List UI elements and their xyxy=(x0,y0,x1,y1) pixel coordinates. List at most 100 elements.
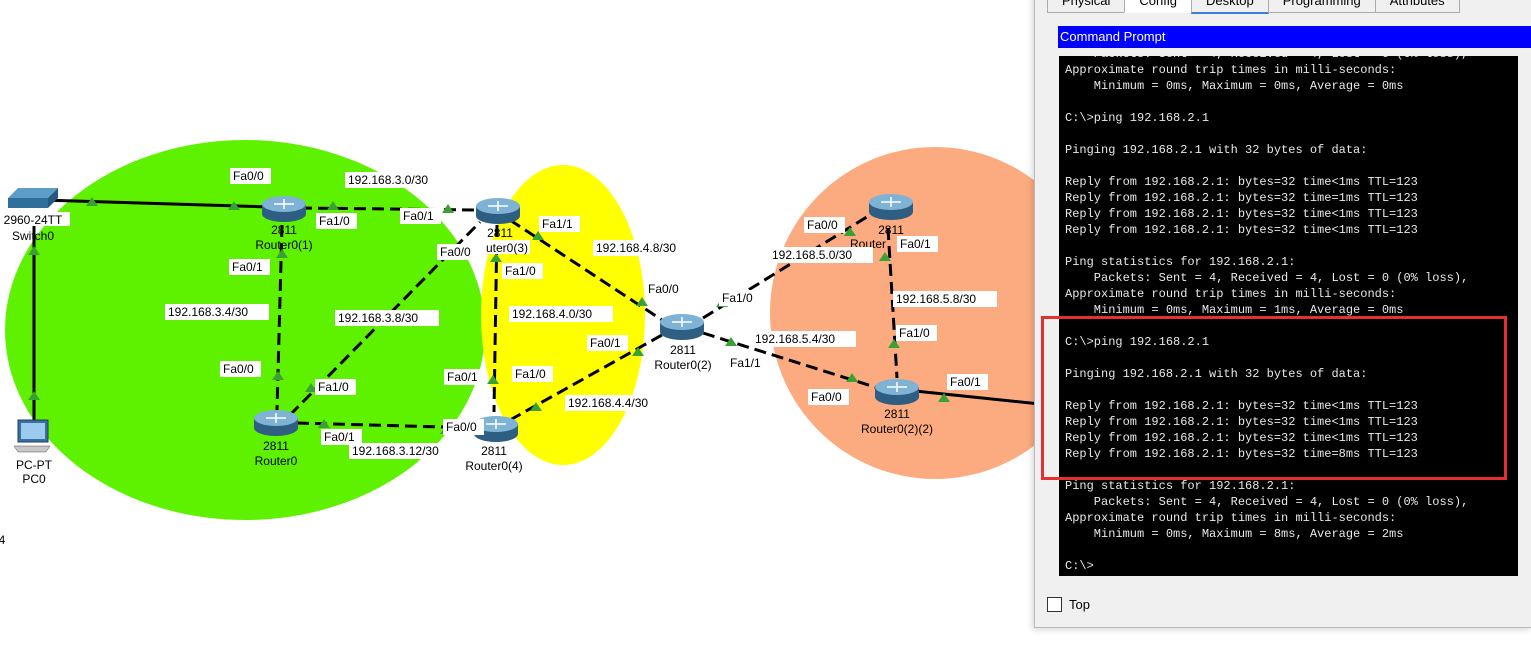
link-label: Fa0/0 xyxy=(233,169,264,183)
link-label: Fa0/1 xyxy=(590,336,621,350)
link-label: 192.168.3.4/30 xyxy=(168,305,248,319)
link-label: Fa0/1 xyxy=(324,430,355,444)
link-label: 192.168.3.12/30 xyxy=(352,444,439,458)
link-label: 192.168.4.0/30 xyxy=(512,307,592,321)
link-label-bg xyxy=(897,236,938,252)
router-icon[interactable] xyxy=(254,410,298,436)
edge-fragment-label: 4 xyxy=(0,533,6,547)
link-label-bg xyxy=(752,331,856,347)
link-label: Fa1/1 xyxy=(542,217,573,231)
network-topology-canvas[interactable]: 2960-24TT Switch0 2811 Router0(1) 2811 R… xyxy=(0,0,1040,661)
link-label-bg xyxy=(804,217,845,233)
link-label-bg xyxy=(587,335,628,351)
link-label-bg xyxy=(509,306,613,322)
link-label: Fa1/0 xyxy=(722,291,753,305)
link-r03-r02 xyxy=(509,218,663,322)
router01-model-label: 2811 xyxy=(271,223,297,237)
router02-model-label: 2811 xyxy=(670,343,696,357)
link-label-bg xyxy=(893,291,997,307)
router04-name-label: Router0(4) xyxy=(465,459,522,473)
link-label-bg xyxy=(512,366,553,382)
link-label-bg xyxy=(769,247,873,263)
terminal-scrollbar[interactable] xyxy=(1519,56,1531,576)
router-icon[interactable] xyxy=(875,379,919,405)
link-label-bg xyxy=(165,304,269,320)
top-checkbox-label: Top xyxy=(1069,597,1090,612)
router03-name-label: uter0(3) xyxy=(486,241,528,255)
link-label-bg xyxy=(808,389,849,405)
link-label-bg xyxy=(345,172,449,188)
window-tabs: Physical Config Desktop Programming Attr… xyxy=(1047,0,1460,14)
switch-model-label: 2960-24TT xyxy=(4,213,63,227)
link-label: 192.168.4.8/30 xyxy=(596,241,676,255)
link-label-bg xyxy=(437,244,478,260)
pc0-window: Physical Config Desktop Programming Attr… xyxy=(1034,0,1531,628)
top-option: Top xyxy=(1047,597,1090,612)
link-label-bg xyxy=(321,429,362,445)
pc-icon[interactable] xyxy=(13,419,51,453)
link-label: Fa0/1 xyxy=(403,209,434,223)
link-label-bg xyxy=(947,374,988,390)
link-label-bg xyxy=(727,355,768,371)
link-label: Fa1/0 xyxy=(515,367,546,381)
link-label-bg xyxy=(335,310,439,326)
command-prompt-title: Command Prompt xyxy=(1058,26,1531,48)
link-label: Fa0/1 xyxy=(900,237,931,251)
link-label: Fa1/0 xyxy=(319,214,350,228)
router01-name-label: Router0(1) xyxy=(255,238,312,252)
pc-name-label: PC0 xyxy=(22,472,46,486)
highlight-box xyxy=(1041,316,1507,480)
router-icon[interactable] xyxy=(476,198,520,224)
router-icon[interactable] xyxy=(474,416,518,442)
link-label: 192.168.3.0/30 xyxy=(348,173,428,187)
link-label-bg xyxy=(593,240,697,256)
switch-icon[interactable] xyxy=(8,188,58,208)
tab-config[interactable]: Config xyxy=(1124,0,1192,13)
tab-attributes[interactable]: Attributes xyxy=(1374,0,1460,13)
link-label-bg xyxy=(230,168,271,184)
link-r022-out xyxy=(914,389,1040,406)
link-label: Fa0/0 xyxy=(648,282,679,296)
router0-name-label: Router0 xyxy=(255,454,298,468)
router03-model-label: 2811 xyxy=(487,226,513,240)
area-green xyxy=(5,140,485,520)
tab-physical[interactable]: Physical xyxy=(1047,0,1126,13)
router04-model-label: 2811 xyxy=(481,444,507,458)
link-label-bg xyxy=(502,263,543,279)
router022-model-label: 2811 xyxy=(884,407,910,421)
link-rtop-r022 xyxy=(886,227,899,379)
link-label: 192.168.4.4/30 xyxy=(568,396,648,410)
link-label-bg xyxy=(719,290,760,306)
router-icon[interactable] xyxy=(262,196,306,222)
router-icon[interactable] xyxy=(660,314,704,340)
router02-name-label: Router0(2) xyxy=(654,358,711,372)
link-label-bg xyxy=(443,419,484,435)
tab-desktop[interactable]: Desktop xyxy=(1191,0,1269,14)
router022-name-label: Router0(2)(2) xyxy=(861,422,933,436)
switch-name-label: Switch0 xyxy=(12,229,54,243)
link-label: Fa1/0 xyxy=(505,264,536,278)
link-label: Fa0/1 xyxy=(950,375,981,389)
link-label-bg xyxy=(896,325,937,341)
top-checkbox[interactable] xyxy=(1047,597,1062,612)
link-label-bg xyxy=(349,443,460,459)
router0-model-label: 2811 xyxy=(263,439,289,453)
link-label: Fa0/0 xyxy=(811,390,842,404)
router-icon[interactable] xyxy=(869,194,913,220)
link-label-bg xyxy=(539,216,580,232)
link-label-bg xyxy=(229,259,270,275)
device-labels: 2960-24TT Switch0 2811 Router0(1) 2811 R… xyxy=(0,212,933,547)
link-label-bg xyxy=(645,281,686,297)
link-label-bg xyxy=(315,379,356,395)
link-label: Fa0/1 xyxy=(447,370,478,384)
link-label: Fa0/0 xyxy=(440,245,471,259)
link-label: 192.168.5.0/30 xyxy=(772,248,852,262)
link-label: 192.168.5.4/30 xyxy=(755,332,835,346)
link-label-bg xyxy=(565,395,669,411)
tab-programming[interactable]: Programming xyxy=(1267,0,1376,13)
link-label: 192.168.5.8/30 xyxy=(896,292,976,306)
link-label-bg xyxy=(444,369,485,385)
link-label: Fa1/0 xyxy=(318,380,349,394)
link-label-bg xyxy=(316,213,357,229)
